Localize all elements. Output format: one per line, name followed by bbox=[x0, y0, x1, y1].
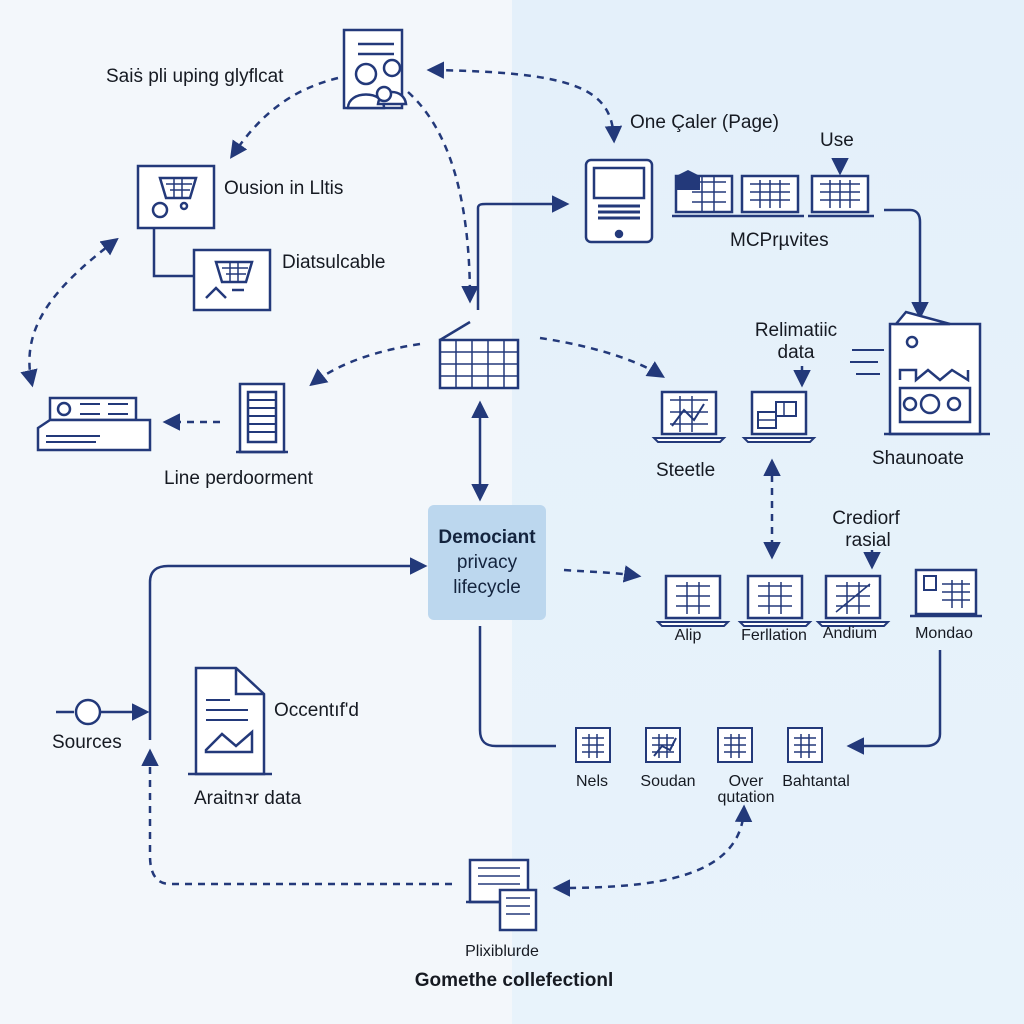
table-grid-icon bbox=[645, 727, 681, 763]
label-over-q-1: Over bbox=[728, 773, 764, 790]
dashed-arrow-grid-to-monitors bbox=[539, 336, 665, 378]
table-grid-icon bbox=[808, 174, 874, 218]
label-diatsulcable: Diatsulcable bbox=[282, 252, 386, 273]
table-grid-icon bbox=[738, 574, 812, 628]
source-node-icon bbox=[74, 698, 102, 726]
tablet-icon bbox=[584, 158, 654, 244]
monitor-chart-icon bbox=[652, 390, 726, 444]
shopping-cart-icon bbox=[192, 248, 272, 312]
arrow-grid-to-tablet bbox=[476, 195, 570, 310]
shopping-cart-icon bbox=[136, 164, 216, 230]
table-grid-icon bbox=[656, 574, 730, 628]
footer-title: Gomethe collefectionl bbox=[414, 970, 614, 991]
label-alip: Alip bbox=[674, 627, 702, 644]
label-steetle: Steetle bbox=[656, 460, 716, 481]
label-mondao: Mondao bbox=[915, 625, 973, 642]
arrow-row-to-factory bbox=[884, 208, 929, 320]
monitor-chart-icon bbox=[742, 390, 816, 444]
label-bahtantal: Bahtantal bbox=[782, 773, 850, 790]
arrow-mondao-to-row bbox=[846, 650, 942, 755]
label-mcp: MCPrµvites bbox=[730, 230, 829, 251]
label-araitnor: Araitnꝛr data bbox=[194, 788, 302, 809]
dashed-arrow-bottom-left bbox=[141, 748, 452, 886]
dashed-arrow-caler bbox=[426, 61, 623, 144]
label-andium: Andium bbox=[822, 625, 878, 642]
label-shaunoate: Shaunoate bbox=[872, 448, 964, 469]
spreadsheet-icon bbox=[438, 320, 520, 390]
table-grid-icon bbox=[717, 727, 753, 763]
label-ousion: Ousion in Lltis bbox=[224, 178, 344, 199]
dashed-arrow-cart-to-server bbox=[20, 237, 119, 388]
dashed-arrow-bottom-right bbox=[552, 804, 753, 897]
label-plixiblurde: Plixiblurde bbox=[465, 943, 539, 960]
desktop-icon bbox=[466, 858, 538, 932]
label-soudan: Soudan bbox=[640, 773, 696, 790]
table-grid-icon bbox=[672, 170, 738, 218]
document-chart-icon bbox=[188, 666, 272, 776]
hub-line-3: lifecycle bbox=[453, 577, 521, 598]
label-line-perd: Line perdoorment bbox=[164, 468, 313, 489]
label-sources: Sources bbox=[52, 732, 122, 753]
factory-icon bbox=[884, 310, 990, 436]
factory-motion-lines bbox=[850, 349, 884, 375]
dashed-arrow-grid-to-rack bbox=[309, 342, 421, 387]
label-use: Use bbox=[820, 130, 854, 151]
server-rack-icon bbox=[236, 382, 288, 454]
label-relimatic-2: data bbox=[777, 342, 815, 363]
label-occentifd: Occentıf'd bbox=[274, 700, 359, 721]
label-ferllation: Ferllation bbox=[741, 627, 807, 644]
label-crediorf-2: rasial bbox=[845, 530, 891, 551]
hub-box: Demociant privacy lifecycle bbox=[428, 505, 546, 620]
label-top-left: Saiṡ pli uping glyflcat bbox=[106, 66, 284, 87]
dashed-arrow-hub-to-row bbox=[563, 565, 642, 583]
arrow-sources-to-hub bbox=[148, 557, 428, 740]
label-relimatic-1: Relimatiic bbox=[754, 320, 838, 341]
hub-line-1: Demociant bbox=[438, 527, 536, 548]
table-grid-icon bbox=[816, 574, 890, 628]
hub-line-2: privacy bbox=[456, 552, 518, 573]
dashed-arrow-ppl-to-grid bbox=[407, 91, 479, 304]
table-grid-icon bbox=[575, 727, 611, 763]
table-grid-icon bbox=[910, 568, 982, 618]
label-one-caler: One Çaler (Page) bbox=[630, 112, 779, 133]
cart-connector bbox=[152, 228, 194, 278]
table-grid-icon bbox=[787, 727, 823, 763]
server-device-icon bbox=[36, 396, 152, 452]
label-over-q-2: qutation bbox=[717, 789, 775, 806]
label-crediorf-1: Crediorf bbox=[832, 508, 900, 529]
table-grid-icon bbox=[738, 174, 804, 218]
label-nels: Nels bbox=[575, 773, 609, 790]
dashed-arrow-ppl-to-cart bbox=[230, 76, 339, 159]
people-document-icon bbox=[342, 28, 408, 110]
line-hub-down bbox=[478, 626, 556, 748]
